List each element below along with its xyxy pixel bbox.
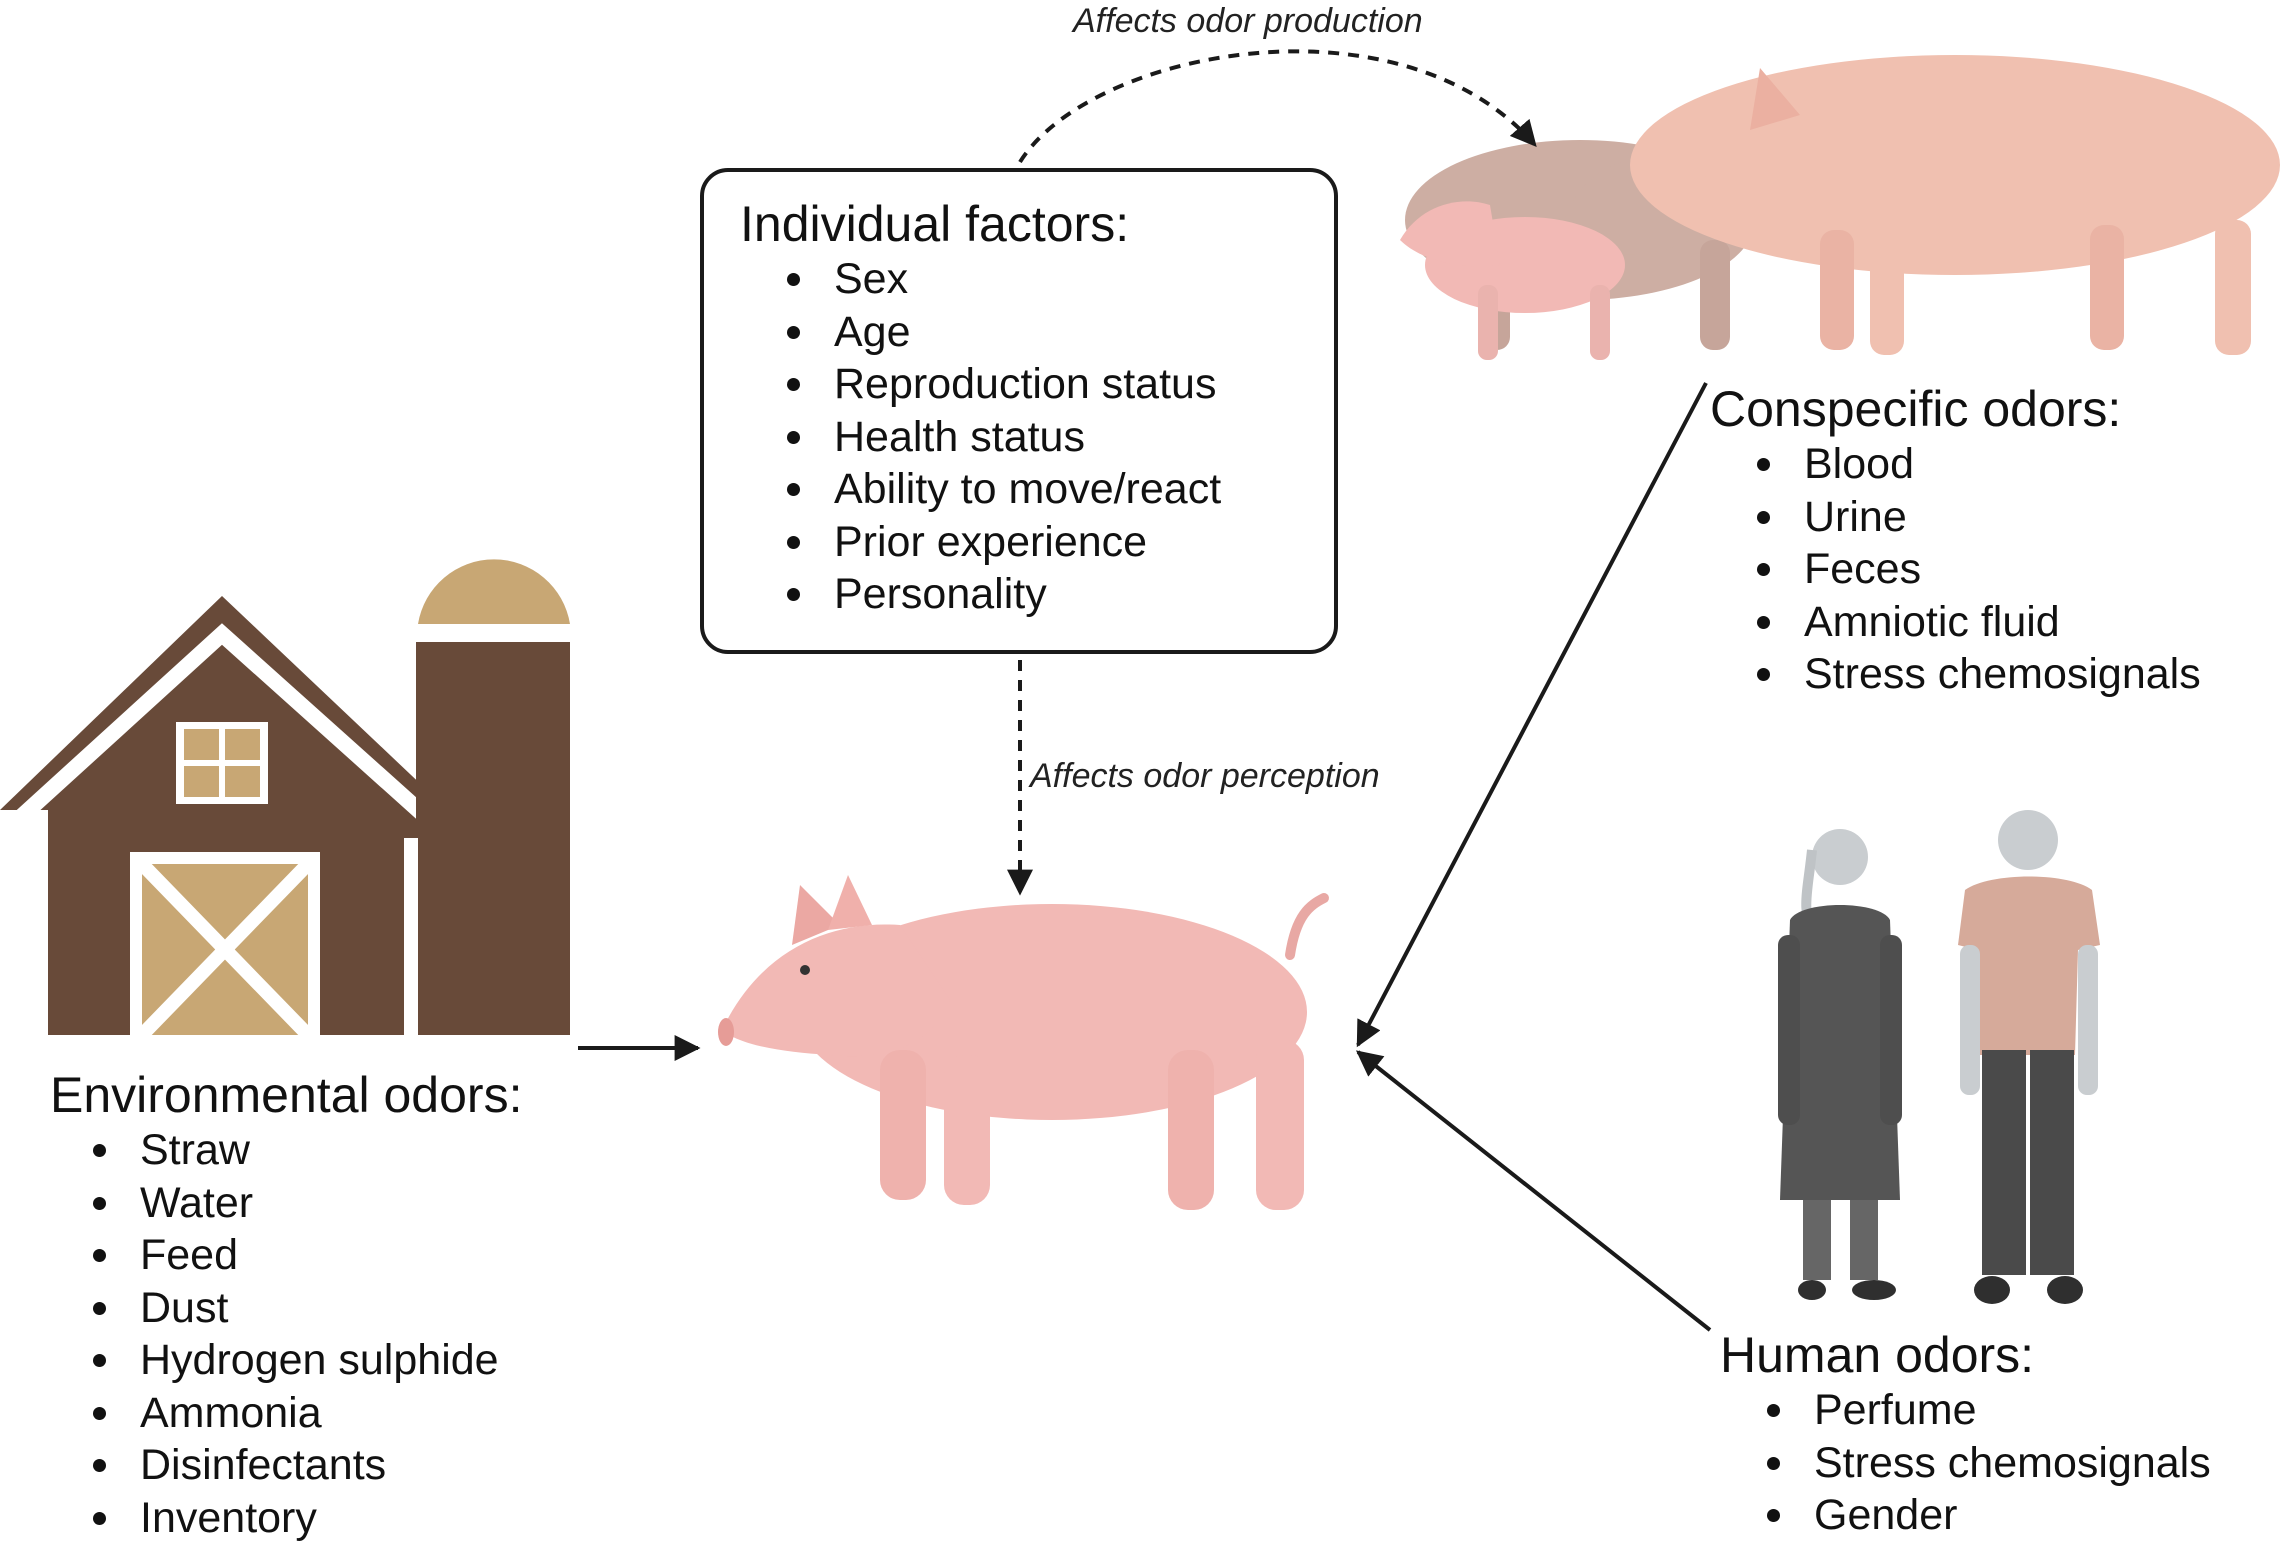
list-item: Perfume [1814, 1384, 2211, 1437]
list-item: Reproduction status [834, 358, 1221, 411]
production-arrow [1020, 51, 1535, 162]
list-item: Stress chemosignals [1814, 1437, 2211, 1490]
list-item: Dust [140, 1282, 522, 1335]
list-item: Age [834, 306, 1221, 359]
barn-icon [0, 596, 448, 1035]
list-item: Ammonia [140, 1387, 522, 1440]
production-annotation: Affects odor production [1073, 2, 1423, 41]
environmental-odors-block: Environmental odors: Straw Water Feed Du… [50, 1066, 522, 1544]
human-arrow [1358, 1052, 1710, 1330]
list-item: Sex [834, 253, 1221, 306]
perception-annotation: Affects odor perception [1030, 757, 1380, 796]
list-item: Prior experience [834, 516, 1221, 569]
list-item: Feces [1804, 543, 2201, 596]
conspecific-arrow [1358, 383, 1706, 1045]
human-odors-block: Human odors: Perfume Stress chemosignals… [1720, 1326, 2211, 1542]
conspecific-odors-title: Conspecific odors: [1710, 380, 2201, 438]
list-item: Feed [140, 1229, 522, 1282]
list-item: Stress chemosignals [1804, 648, 2201, 701]
pig-icon [718, 875, 1324, 1210]
list-item: Ability to move/react [834, 463, 1221, 516]
silo-icon [404, 559, 570, 1035]
environmental-odors-list: Straw Water Feed Dust Hydrogen sulphide … [140, 1124, 522, 1544]
list-item: Hydrogen sulphide [140, 1334, 522, 1387]
list-item: Amniotic fluid [1804, 596, 2201, 649]
conspecific-odors-list: Blood Urine Feces Amniotic fluid Stress … [1804, 438, 2201, 701]
list-item: Health status [834, 411, 1221, 464]
environmental-odors-title: Environmental odors: [50, 1066, 522, 1124]
conspecific-odors-block: Conspecific odors: Blood Urine Feces Amn… [1710, 380, 2201, 701]
list-item: Gender [1814, 1489, 2211, 1542]
individual-factors-list: Sex Age Reproduction status Health statu… [834, 253, 1221, 621]
individual-factors-title: Individual factors: [740, 195, 1221, 253]
human-odors-title: Human odors: [1720, 1326, 2211, 1384]
list-item: Personality [834, 568, 1221, 621]
list-item: Disinfectants [140, 1439, 522, 1492]
list-item: Inventory [140, 1492, 522, 1544]
list-item: Blood [1804, 438, 2201, 491]
list-item: Water [140, 1177, 522, 1230]
human-odors-list: Perfume Stress chemosignals Gender [1814, 1384, 2211, 1542]
pig-group-icon [1400, 55, 2280, 360]
humans-icon [1778, 810, 2100, 1304]
individual-factors-block: Individual factors: Sex Age Reproduction… [740, 195, 1221, 621]
list-item: Straw [140, 1124, 522, 1177]
list-item: Urine [1804, 491, 2201, 544]
